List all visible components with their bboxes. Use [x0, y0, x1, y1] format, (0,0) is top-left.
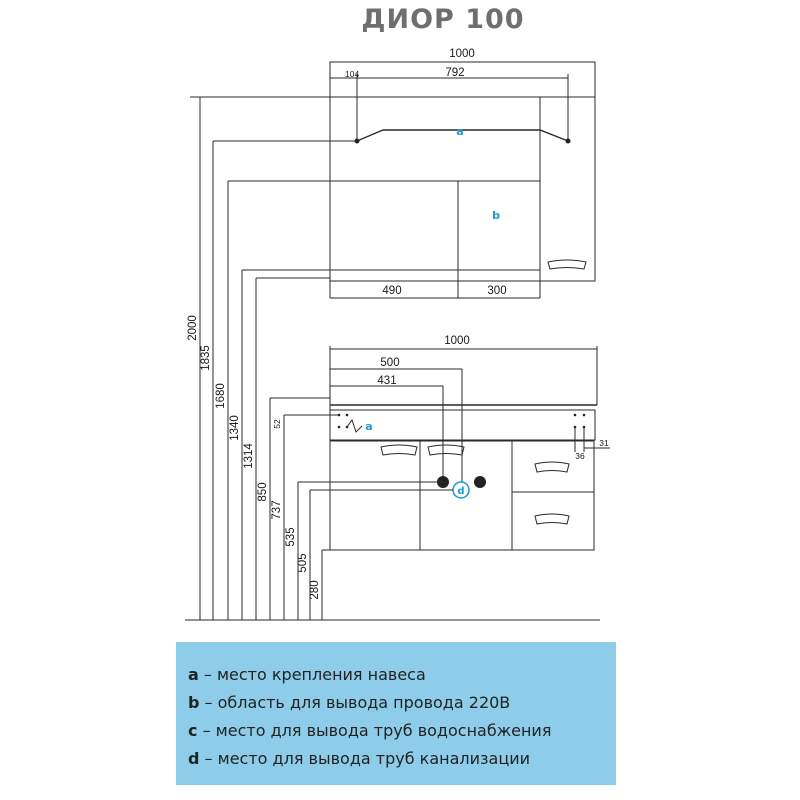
installation-drawing: 104 1000 792 490 300 a b	[185, 48, 610, 621]
mount-point-lower-3	[337, 425, 341, 429]
upper-cabinet: 104 1000 792 490 300 a b	[329, 48, 596, 299]
legend-key-d: d	[188, 749, 200, 768]
side-point-2	[582, 413, 586, 417]
legend-text-d: – место для вывода труб канализации	[199, 749, 531, 768]
pipe-d-dim-label: 500	[380, 357, 399, 369]
height-label-280: 280	[309, 580, 321, 599]
mount-point-right	[565, 138, 571, 144]
pipe-c-dim-label: 431	[377, 375, 396, 387]
mount-point-lower-2	[345, 413, 349, 417]
height-label-1835: 1835	[200, 345, 212, 371]
height-label-535: 535	[285, 527, 297, 546]
upper-drawer	[511, 440, 595, 493]
marker-b: b	[492, 209, 500, 222]
mount-arrow-a	[346, 418, 363, 433]
height-label-2000: 2000	[187, 315, 199, 341]
lower-cabinet: 1000 500 431 a d 31 36	[329, 335, 610, 551]
side-offset-h-label: 36	[575, 451, 585, 461]
height-label-737: 737	[271, 500, 283, 519]
upper-handle-icon	[547, 259, 587, 270]
upper-width-label: 1000	[449, 48, 475, 60]
legend-text-b: – область для вывода провода 220В	[199, 693, 511, 712]
upper-mount-span-label: 792	[445, 67, 464, 79]
mount-height-label: 52	[272, 419, 282, 429]
drawing-title: ДИОР 100	[361, 4, 525, 35]
height-label-850: 850	[257, 482, 269, 501]
side-point-1	[573, 413, 577, 417]
legend-item-d: d – место для вывода труб канализации	[188, 745, 616, 773]
water-pipe-outlet-c2	[474, 476, 486, 488]
upper-offset-label: 104	[345, 69, 359, 79]
lower-drawer-handle-icon	[534, 513, 570, 525]
marker-a-upper: a	[456, 125, 463, 138]
lower-drawer	[511, 491, 595, 551]
upper-cabinet-outline	[329, 61, 596, 282]
upper-drawer-handle-icon	[534, 461, 570, 473]
height-label-1314: 1314	[243, 443, 255, 469]
hanging-rail-line	[356, 129, 569, 142]
left-door	[329, 440, 421, 551]
lower-width-label: 1000	[444, 335, 470, 347]
legend-item-b: b – область для вывода провода 220В	[188, 689, 616, 717]
upper-section-left-label: 490	[382, 285, 401, 297]
height-label-505: 505	[297, 553, 309, 572]
legend-panel: a – место крепления навеса b – область д…	[176, 642, 616, 785]
legend-key-a: a	[188, 665, 199, 684]
left-door-handle-icon	[380, 444, 418, 456]
side-offset-v-label: 31	[599, 438, 609, 448]
marker-d: d	[457, 486, 464, 497]
middle-door-handle-icon	[427, 444, 465, 456]
legend-text-c: – место для вывода труб водоснабжения	[197, 721, 552, 740]
legend-item-a: a – место крепления навеса	[188, 661, 616, 689]
legend-key-b: b	[188, 693, 200, 712]
legend-text-a: – место крепления навеса	[198, 665, 426, 684]
legend-key-c: c	[188, 721, 198, 740]
height-label-1680: 1680	[215, 383, 227, 409]
height-label-1340: 1340	[229, 415, 241, 441]
countertop-body	[329, 409, 596, 441]
upper-section-right-label: 300	[487, 285, 506, 297]
height-dimensions: 2000 1835 1680 1340 1314 850 737 535 505…	[185, 96, 600, 621]
legend-item-c: c – место для вывода труб водоснабжения	[188, 717, 616, 745]
marker-a-lower: a	[365, 420, 372, 433]
